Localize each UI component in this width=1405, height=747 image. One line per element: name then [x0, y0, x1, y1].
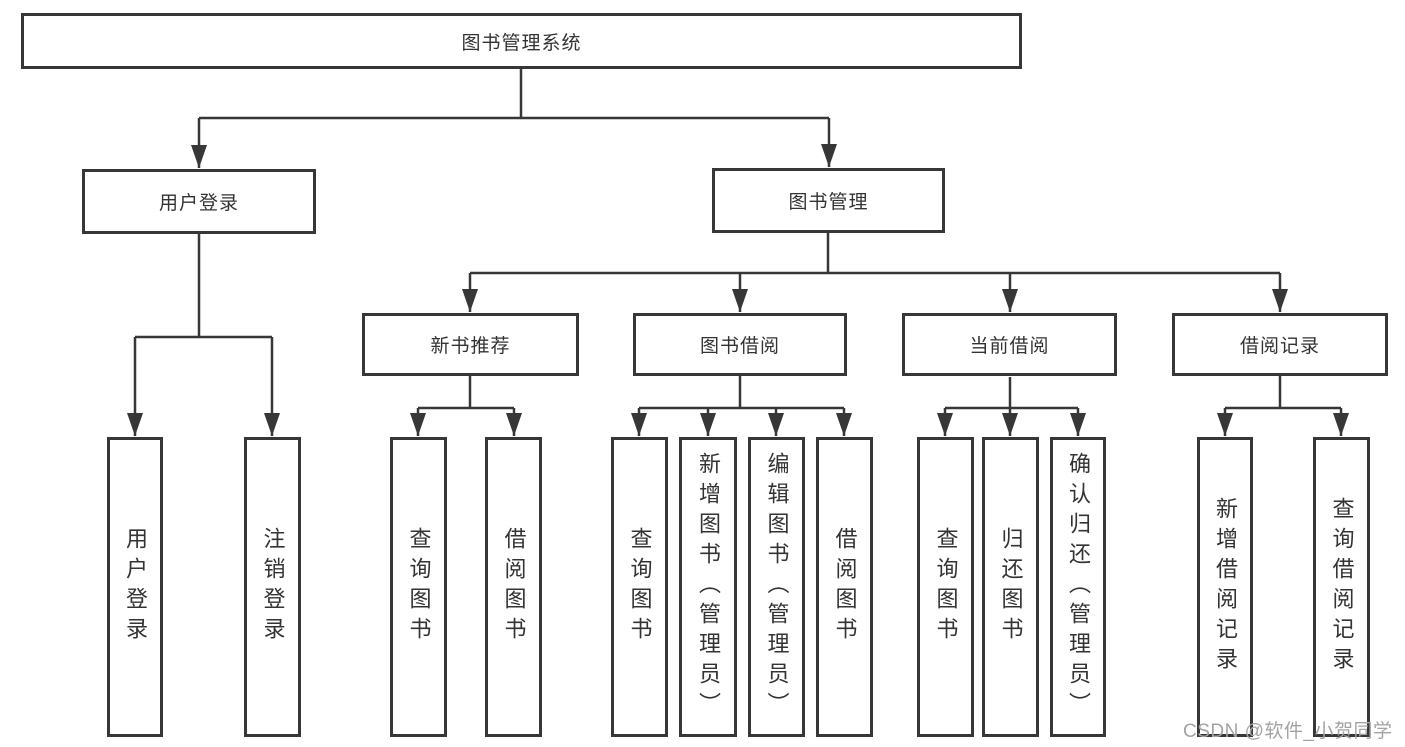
leaf-confirm-return-admin-label: 确认归还（管理员）: [1066, 452, 1091, 722]
node-book-borrow: 图书借阅: [633, 313, 847, 376]
node-book-management-label: 图书管理: [788, 192, 869, 213]
node-book-borrow-label: 图书借阅: [699, 336, 780, 357]
leaf-add-books-admin: 新增图书（管理员）: [679, 437, 737, 737]
leaf-return-books-label: 归还图书: [998, 527, 1024, 647]
node-new-book-recommend: 新书推荐: [362, 313, 579, 376]
leaf-query-books-recommend: 查询图书: [390, 437, 447, 737]
leaf-borrow-books-recommend: 借阅图书: [485, 437, 542, 737]
node-root: 图书管理系统: [21, 13, 1022, 69]
leaf-edit-books-admin-label: 编辑图书（管理员）: [764, 452, 790, 722]
leaf-logout-label: 注销登录: [260, 527, 286, 647]
leaf-query-borrow-record: 查询借阅记录: [1313, 437, 1370, 737]
leaf-query-borrow-record-label: 查询借阅记录: [1329, 497, 1355, 677]
node-book-management: 图书管理: [712, 168, 945, 233]
leaf-user-login-label: 用户登录: [123, 527, 148, 647]
leaf-query-books-borrow-label: 查询图书: [627, 527, 653, 647]
leaf-return-books: 归还图书: [982, 437, 1039, 737]
node-root-label: 图书管理系统: [461, 32, 582, 54]
watermark: CSDN @软件_小贺同学: [1183, 721, 1393, 742]
node-new-book-recommend-label: 新书推荐: [430, 336, 511, 357]
node-user-login: 用户登录: [82, 169, 316, 234]
leaf-query-books-current-label: 查询图书: [933, 527, 959, 647]
leaf-add-books-admin-label: 新增图书（管理员）: [696, 452, 721, 722]
leaf-logout: 注销登录: [244, 437, 301, 737]
leaf-query-books-recommend-label: 查询图书: [406, 527, 432, 647]
leaf-borrow-books-label: 借阅图书: [832, 527, 858, 647]
node-borrow-records: 借阅记录: [1172, 313, 1388, 376]
node-borrow-records-label: 借阅记录: [1239, 336, 1320, 357]
leaf-edit-books-admin: 编辑图书（管理员）: [748, 437, 805, 737]
leaf-confirm-return-admin: 确认归还（管理员）: [1050, 437, 1106, 737]
leaf-add-borrow-record: 新增借阅记录: [1197, 437, 1253, 737]
leaf-add-borrow-record-label: 新增借阅记录: [1213, 497, 1238, 677]
leaf-borrow-books-recommend-label: 借阅图书: [501, 527, 527, 647]
node-user-login-label: 用户登录: [158, 193, 239, 214]
leaf-query-books-borrow: 查询图书: [611, 437, 668, 737]
leaf-user-login: 用户登录: [107, 437, 163, 737]
node-current-borrow: 当前借阅: [902, 313, 1117, 376]
node-current-borrow-label: 当前借阅: [969, 336, 1050, 357]
leaf-query-books-current: 查询图书: [917, 437, 974, 737]
leaf-borrow-books: 借阅图书: [816, 437, 873, 737]
